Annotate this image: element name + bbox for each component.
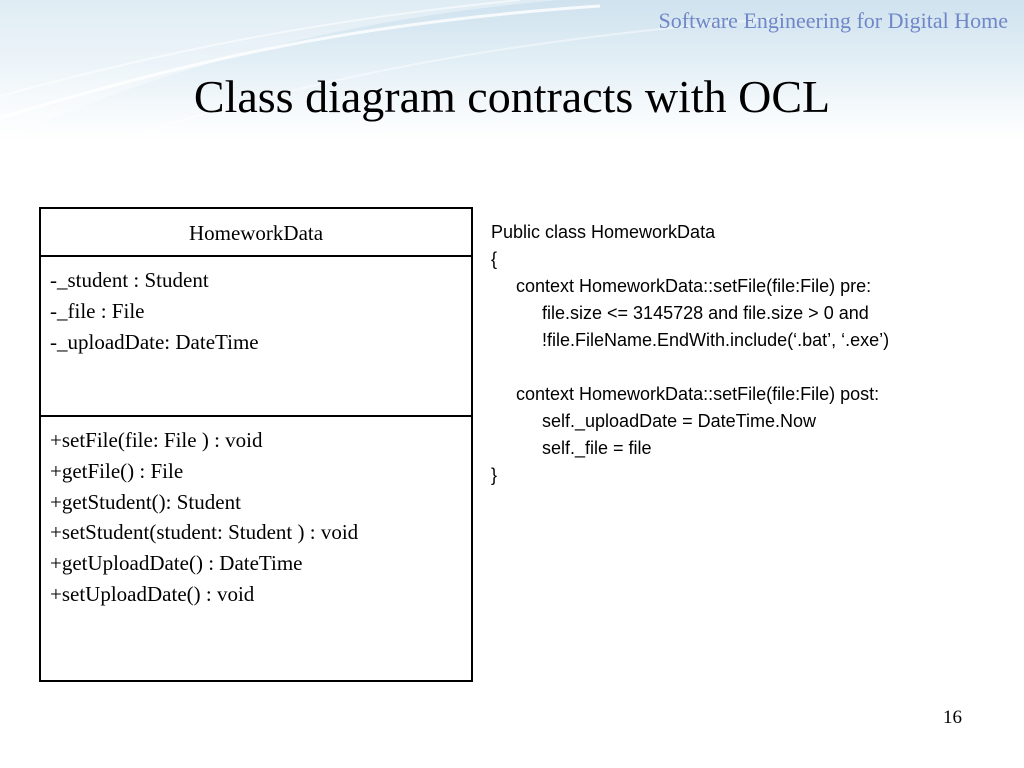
uml-operation: +setFile(file: File ) : void bbox=[50, 428, 263, 452]
ocl-line: context HomeworkData::setFile(file:File)… bbox=[516, 384, 880, 404]
ocl-line: self._uploadDate = DateTime.Now bbox=[542, 411, 816, 431]
header-caption: Software Engineering for Digital Home bbox=[658, 8, 1008, 33]
uml-class-box: HomeworkData -_student : Student -_file … bbox=[39, 207, 473, 682]
header-background: Software Engineering for Digital Home bbox=[0, 0, 1024, 140]
slide-title: Class diagram contracts with OCL bbox=[193, 71, 831, 122]
ocl-line: file.size <= 3145728 and file.size > 0 a… bbox=[542, 303, 869, 323]
ocl-line: } bbox=[491, 465, 498, 485]
ocl-line: { bbox=[491, 249, 498, 269]
ocl-line: context HomeworkData::setFile(file:File)… bbox=[516, 276, 872, 296]
header-swoosh-graphic bbox=[0, 0, 781, 140]
uml-operation: +getStudent(): Student bbox=[50, 489, 241, 514]
uml-operation: +setStudent(student: Student ) : void bbox=[50, 520, 359, 545]
uml-operations-section: +setFile(file: File ) : void +getFile() … bbox=[41, 417, 471, 610]
uml-attribute: -_student : Student bbox=[50, 268, 209, 292]
ocl-line: self._file = file bbox=[542, 438, 652, 458]
uml-attribute: -_uploadDate: DateTime bbox=[50, 329, 259, 354]
ocl-line: !file.FileName.EndWith.include(‘.bat’, ‘… bbox=[542, 330, 890, 350]
ocl-code-block: Public class HomeworkData { context Home… bbox=[491, 219, 889, 489]
uml-operation: +getFile() : File bbox=[50, 458, 184, 483]
uml-attributes-section: -_student : Student -_file : File -_uplo… bbox=[41, 257, 471, 417]
page-number: 16 bbox=[943, 707, 962, 728]
uml-class-name: HomeworkData bbox=[41, 209, 471, 257]
uml-operation: +setUploadDate() : void bbox=[50, 581, 255, 606]
ocl-blank-line bbox=[491, 354, 889, 381]
ocl-line: Public class HomeworkData bbox=[491, 222, 716, 242]
uml-attribute: -_file : File bbox=[50, 298, 145, 323]
uml-operation: +getUploadDate() : DateTime bbox=[50, 551, 303, 576]
